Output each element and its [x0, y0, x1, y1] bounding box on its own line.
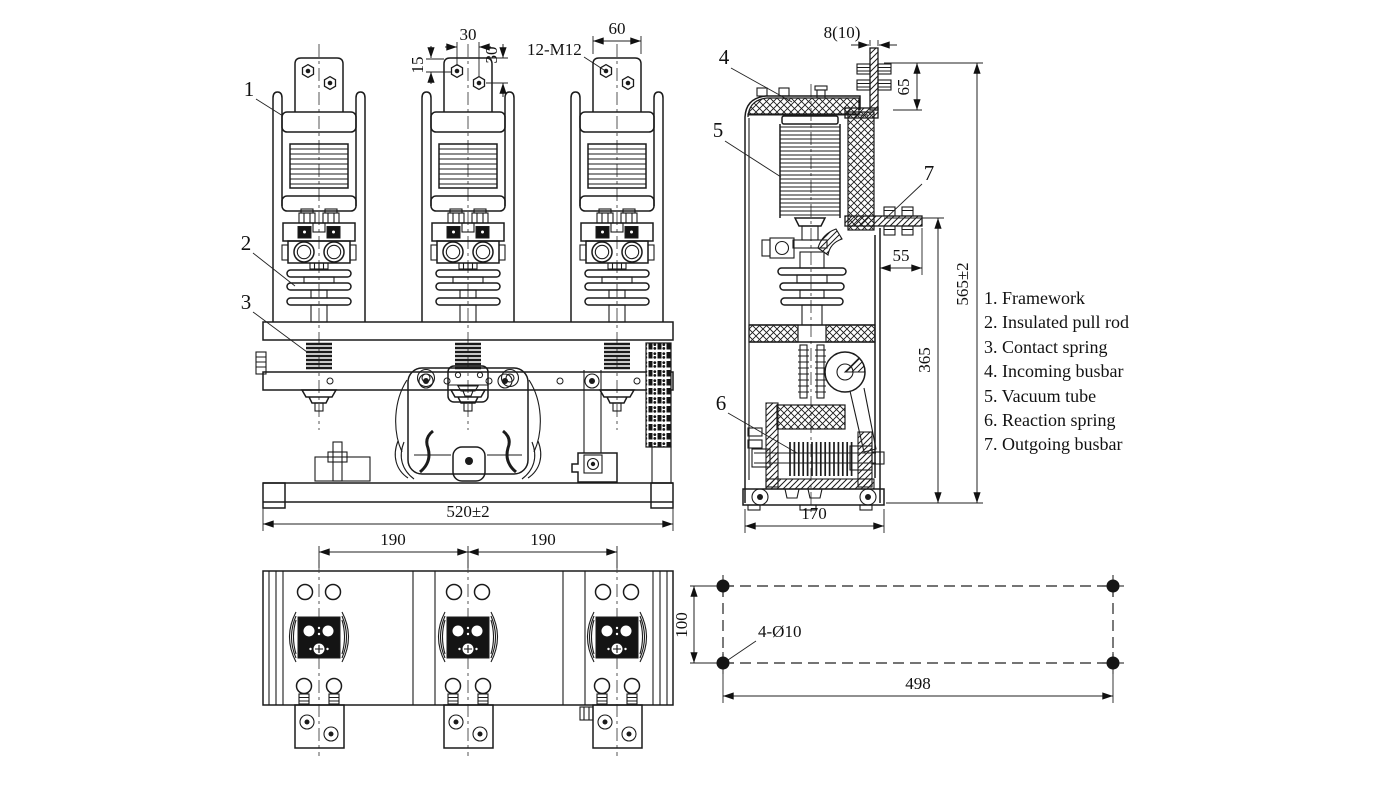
part-label-5: 5 [713, 118, 724, 142]
bottom-pole-right [586, 559, 648, 757]
legend-item-7: 7. Outgoing busbar [984, 434, 1123, 455]
legend-item-5: 5. Vacuum tube [984, 385, 1097, 406]
flexible-connector [645, 342, 672, 448]
dim-65: 65 [894, 79, 913, 96]
part-label-1: 1 [244, 77, 255, 101]
dim-498: 498 [905, 674, 931, 693]
dim-8-10: 8(10) [824, 23, 861, 42]
dim-100: 100 [672, 612, 691, 638]
incoming-busbar [844, 47, 892, 119]
dim-190-right: 190 [530, 530, 556, 549]
legend-item-3: 3. Contact spring [984, 336, 1108, 357]
side-insulator [777, 251, 847, 326]
bottom-view: 190 190 [262, 530, 674, 757]
dim-55: 55 [893, 246, 910, 265]
mounting-plan: 100 4-Ø10 498 [672, 575, 1124, 703]
front-view-part-labels: 1 2 3 [241, 77, 308, 353]
insulating-deck [748, 324, 876, 343]
legend-item-4: 4. Incoming busbar [984, 361, 1124, 382]
drive-mechanism [394, 365, 542, 482]
dim-365: 365 [915, 347, 934, 373]
framework-base [255, 321, 674, 509]
auxiliary-brackets [314, 342, 672, 484]
outgoing-busbar [844, 206, 923, 236]
dim-30-horizontal: 30 [460, 25, 477, 44]
bottom-view-dimensions: 190 190 [318, 530, 618, 568]
side-view-dimensions: 8(10) 65 55 365 565±2 170 [744, 23, 983, 533]
reaction-spring-assembly [747, 402, 885, 490]
front-view: 15 30 30 12-M12 60 520±2 1 2 3 [241, 19, 674, 531]
dim-30-vertical: 30 [482, 47, 501, 64]
vacuum-tube [779, 115, 841, 249]
part-label-6: 6 [716, 391, 727, 415]
side-view: 8(10) 65 55 365 565±2 170 4 5 6 7 [713, 23, 983, 533]
side-view-part-labels: 4 5 6 7 [713, 45, 935, 454]
front-view-dimensions: 15 30 30 12-M12 60 520±2 [262, 19, 674, 531]
dim-15: 15 [408, 57, 427, 74]
dim-520: 520±2 [446, 502, 489, 521]
dim-190-left: 190 [380, 530, 406, 549]
dim-12-m12: 12-M12 [527, 40, 582, 59]
dim-60: 60 [609, 19, 626, 38]
bottom-pole-left [288, 559, 350, 757]
side-base [742, 488, 885, 511]
bottom-pole-middle [437, 559, 499, 757]
mounting-plan-dimensions: 100 4-Ø10 498 [672, 585, 1114, 703]
legend-item-2: 2. Insulated pull rod [984, 312, 1129, 333]
part-label-4: 4 [719, 45, 730, 69]
legend-item-6: 6. Reaction spring [984, 409, 1116, 430]
parts-legend: 1. Framework 2. Insulated pull rod 3. Co… [984, 286, 1129, 457]
dim-170: 170 [801, 504, 827, 523]
dim-4-d10: 4-Ø10 [758, 622, 801, 641]
part-label-7: 7 [924, 161, 935, 185]
part-label-3: 3 [241, 290, 252, 314]
enclosure [744, 85, 881, 503]
legend-item-1: 1. Framework [984, 288, 1085, 308]
dim-565: 565±2 [953, 262, 972, 305]
support-column [761, 111, 875, 259]
mounting-holes [712, 575, 1124, 674]
part-label-2: 2 [241, 231, 252, 255]
